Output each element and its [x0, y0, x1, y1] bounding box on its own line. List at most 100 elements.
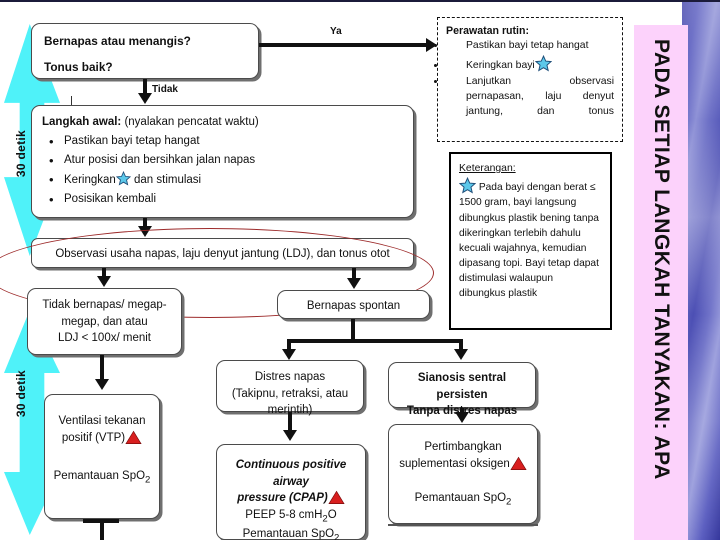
warning-triangle-icon: [328, 490, 345, 505]
cpap-line1: Continuous positive airway: [235, 459, 347, 488]
edge-tidak-arrowhead: [138, 93, 152, 104]
initial-question-line1: Bernapas atau menangis?: [44, 34, 191, 48]
cpap-line2: pressure (CPAP): [237, 492, 328, 505]
initial-question-line2: Tonus baik?: [44, 60, 113, 75]
keterangan-body-row: Pada bayi dengan berat ≤ 1500 gram, bayi…: [458, 177, 602, 301]
langkah-awal-list: Pastikan bayi tetap hangat Atur posisi d…: [42, 132, 403, 211]
node-bernapas-spontan: Bernapas spontan: [277, 290, 430, 319]
edge-distres-to-cpap-arrowhead: [283, 430, 297, 441]
edge-vtp-outgoing-stub: [100, 519, 104, 540]
oksigen-line1: Pertimbangkan: [424, 441, 502, 453]
cpap-line3-sub: 2: [322, 513, 328, 525]
vtp-line1: Ventilasi tekanan: [58, 415, 146, 427]
oksigen-line2: suplementasi oksigen: [399, 457, 510, 470]
panel-perawatan-rutin: Perawatan rutin: Pastikan bayi tetap han…: [437, 17, 623, 142]
node-distres-napas: Distres napas (Takipnu, retraksi, atau m…: [216, 360, 364, 416]
distres-line1: Distres napas: [254, 371, 326, 383]
edge-langkah-to-observasi-arrowhead: [138, 226, 152, 237]
panel-keterangan: Keterangan: Pada bayi dengan berat ≤ 150…: [449, 152, 612, 330]
node-suplementasi-oksigen: Pertimbangkan suplementasi oksigen Peman…: [388, 424, 538, 524]
edge-below-oksigen: [388, 524, 538, 526]
tidak-bernapas-line3: LDJ < 100x/ menit: [57, 332, 151, 345]
node-tidak-bernapas: Tidak bernapas/ megap- megap, dan atau L…: [27, 288, 182, 355]
cpap-line3-row: PEEP 5-8 cmH2O: [225, 507, 357, 526]
langkah-awal-header: Langkah awal: (nyalakan pencatat waktu): [42, 114, 403, 131]
edge-tidak-line: [143, 79, 147, 97]
cpap-line4-sub: 2: [334, 532, 340, 540]
edge-vtp-outgoing-cap: [83, 519, 119, 523]
node-cpap: Continuous positive airway pressure (CPA…: [216, 444, 366, 540]
edge-sianosis-to-oksigen-arrowhead: [455, 412, 469, 423]
vtp-sub: 2: [145, 474, 151, 486]
vtp-line3-row: Pemantauan SpO2: [53, 468, 151, 487]
perawatan-rutin-header: Perawatan rutin:: [446, 25, 530, 37]
edge-observasi-left-line: [102, 268, 106, 278]
list-item: Atur posisi dan bersihkan jalan napas: [42, 151, 403, 171]
cpap-line4-row: Pemantauan SpO2: [225, 526, 357, 540]
sianosis-line1: Sianosis sentral persisten: [417, 372, 507, 401]
star-icon: [534, 54, 552, 72]
cpap-line4: Pemantauan SpO: [242, 528, 335, 540]
rutin-item2-text: Keringkan bayi: [466, 59, 535, 71]
edge-ya-line: [259, 43, 429, 47]
decorative-blue-gradient-strip: [682, 2, 720, 540]
cpap-line3-end: O: [327, 509, 337, 522]
edge-label-ya: Ya: [330, 26, 342, 37]
top-divider-rule: [0, 0, 720, 2]
list-item: Lanjutkan observasi pernapasan, laju den…: [446, 75, 614, 119]
langkah-awal-header-rest: (nyalakan pencatat waktu): [124, 116, 259, 128]
list-item: Keringkan dan stimulasi: [42, 170, 403, 190]
vtp-line2: positif (VTP): [61, 431, 126, 444]
side-banner: PADA SETIAP LANGKAH TANYAKAN: APA: [634, 25, 688, 540]
langkah-awal-tick: [71, 96, 73, 112]
warning-triangle-icon: [510, 456, 527, 471]
oksigen-line2-row: suplementasi oksigen: [397, 456, 529, 473]
node-langkah-awal: Langkah awal: (nyalakan pencatat waktu) …: [31, 105, 414, 218]
node-sianosis-sentral: Sianosis sentral persisten Tanpa distres…: [388, 362, 536, 417]
list-item: Keringkan bayi: [446, 54, 614, 74]
edge-observasi-left-arrowhead: [97, 276, 111, 287]
list-item: Pastikan bayi tetap hangat: [446, 39, 614, 54]
cpap-line3: PEEP 5-8 cmH: [245, 509, 323, 522]
bernapas-spontan-text: Bernapas spontan: [306, 300, 401, 312]
oksigen-line3-sub: 2: [506, 496, 512, 508]
timing-label-bottom: 30 detik: [14, 370, 28, 418]
edge-distres-to-cpap-line: [288, 412, 292, 432]
distres-line2: (Takipnu, retraksi, atau: [231, 387, 349, 400]
edge-tidakbernapas-to-vtp-arrowhead: [95, 379, 109, 390]
tidak-bernapas-line2: megap, dan atau: [61, 315, 148, 328]
list-item: Posisikan kembali: [42, 190, 403, 210]
node-observasi: Observasi usaha napas, laju denyut jantu…: [31, 238, 414, 268]
list-item: Pastikan bayi tetap hangat: [42, 132, 403, 152]
star-icon: [458, 177, 477, 194]
edge-bernspon-right-arrowhead: [454, 349, 468, 360]
edge-tidakbernapas-to-vtp-line: [100, 355, 104, 381]
distres-line3: merintih): [267, 404, 313, 417]
edge-observasi-right-line: [352, 268, 356, 280]
cpap-line2-row: pressure (CPAP): [225, 490, 357, 507]
edge-langkah-to-observasi-line: [143, 218, 147, 228]
edge-bernspon-left-arrowhead: [282, 349, 296, 360]
observasi-text: Observasi usaha napas, laju denyut jantu…: [55, 248, 390, 260]
timing-label-top: 30 detik: [14, 130, 28, 178]
langkah-awal-header-bold: Langkah awal:: [42, 116, 122, 128]
oksigen-line3-row: Pemantauan SpO2: [397, 490, 529, 509]
vtp-line3: Pemantauan SpO: [53, 470, 146, 483]
tidak-bernapas-line1: Tidak bernapas/ megap-: [42, 299, 167, 311]
oksigen-line3: Pemantauan SpO: [414, 492, 507, 505]
edge-label-tidak: Tidak: [152, 84, 178, 95]
edge-bernspon-bus: [287, 339, 463, 343]
star-icon: [115, 171, 131, 186]
edge-bernspon-stem: [351, 319, 355, 341]
vtp-line2-row: positif (VTP): [53, 430, 151, 447]
keterangan-header: Keterangan:: [459, 163, 516, 174]
node-initial-question: Bernapas atau menangis? Tonus baik?: [31, 23, 259, 79]
perawatan-rutin-list: Pastikan bayi tetap hangat Keringkan bay…: [446, 39, 614, 120]
langkah-item-keringkan-suffix: dan stimulasi: [134, 174, 202, 187]
node-vtp: Ventilasi tekanan positif (VTP) Pemantau…: [44, 394, 160, 519]
side-banner-text: PADA SETIAP LANGKAH TANYAKAN: APA: [650, 39, 673, 480]
warning-triangle-icon: [125, 430, 142, 445]
edge-ya-arrowhead: [426, 38, 437, 52]
langkah-item-keringkan: Keringkan: [64, 174, 116, 187]
